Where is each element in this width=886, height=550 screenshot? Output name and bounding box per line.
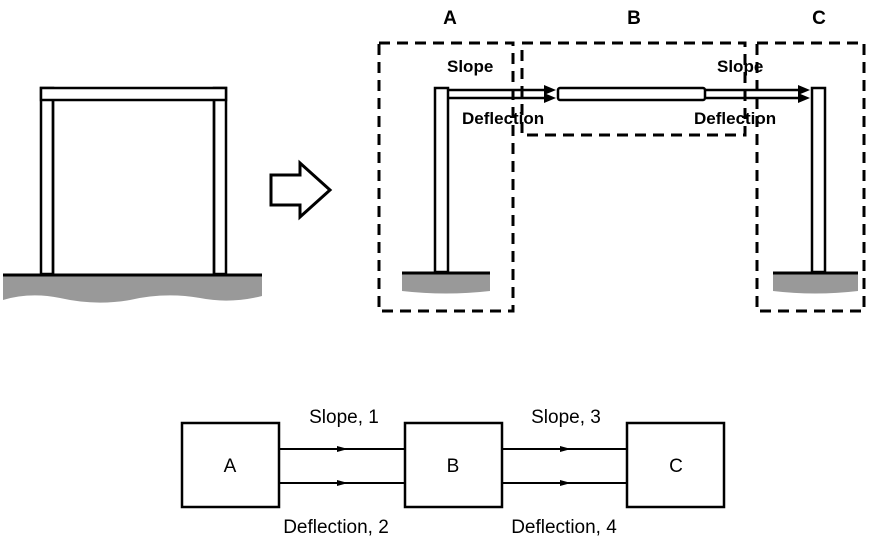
whole-frame-left-column — [39, 86, 55, 276]
right-slope-arrowhead-icon — [798, 85, 810, 95]
ground-c — [773, 274, 858, 294]
boundary-a — [377, 41, 515, 313]
block-b-label: B — [447, 456, 460, 477]
block-a-label: A — [224, 456, 237, 477]
right-slope-label: Slope — [717, 57, 763, 76]
column-a — [433, 86, 450, 274]
right-arrows — [706, 85, 810, 103]
ground-a — [402, 274, 490, 294]
link-slope-3-arrowhead-icon — [560, 446, 571, 452]
left-deflection-arrowhead-icon — [544, 93, 556, 103]
whole-frame-right-column — [212, 86, 228, 276]
label-slope-3: Slope, 3 — [531, 407, 601, 428]
right-deflection-label: Deflection — [694, 109, 776, 128]
right-deflection-arrowhead-icon — [798, 93, 810, 103]
whole-frame-beam — [39, 86, 228, 102]
decomposed-frame: A B C Slop — [377, 8, 866, 313]
left-deflection-label: Deflection — [462, 109, 544, 128]
label-deflection-4: Deflection, 4 — [511, 517, 617, 538]
link-deflection-4-arrowhead-icon — [560, 480, 571, 486]
link-deflection-2-arrowhead-icon — [337, 480, 348, 486]
block-c — [625, 421, 726, 509]
block-b — [403, 421, 504, 509]
section-label-a: A — [443, 8, 457, 29]
whole-frame-ground — [3, 276, 262, 303]
block-diagram: A B C Slope, 1 Deflection, 2 Slope, 3 De… — [180, 407, 726, 538]
decompose-arrow-icon — [269, 159, 333, 221]
boundary-c — [755, 41, 866, 313]
left-slope-arrowhead-icon — [544, 85, 556, 95]
block-a — [180, 421, 281, 509]
beam-b — [556, 86, 707, 102]
section-label-b: B — [627, 8, 641, 29]
block-c-label: C — [669, 456, 683, 477]
column-c — [810, 86, 827, 274]
label-deflection-2: Deflection, 2 — [283, 517, 389, 538]
left-slope-label: Slope — [447, 57, 493, 76]
left-arrows — [449, 85, 556, 103]
whole-frame — [3, 86, 262, 303]
section-label-c: C — [812, 8, 826, 29]
link-slope-1-arrowhead-icon — [337, 446, 348, 452]
label-slope-1: Slope, 1 — [309, 407, 379, 428]
